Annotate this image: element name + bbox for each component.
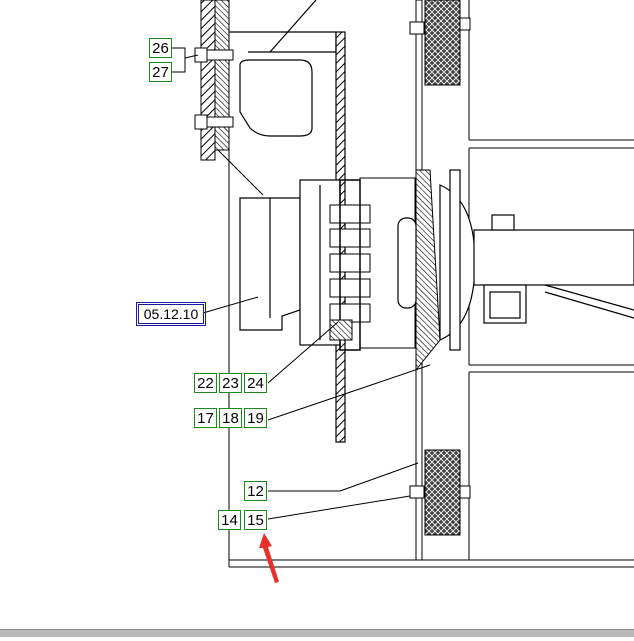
- left-wall: [200, 0, 264, 196]
- red-arrow-icon: [259, 533, 279, 583]
- callout-19[interactable]: 19: [244, 408, 267, 428]
- callout-12[interactable]: 12: [244, 481, 267, 501]
- rubber-mounts: [409, 0, 471, 536]
- bottom-scrollbar[interactable]: [0, 629, 634, 637]
- coupling: [397, 169, 634, 351]
- callout-15[interactable]: 15: [244, 510, 267, 530]
- hub-housing: [239, 179, 341, 346]
- frame-lines: [228, 0, 634, 568]
- leader-lines: [171, 47, 431, 520]
- bolt-stack: [329, 177, 416, 351]
- callout-17[interactable]: 17: [194, 408, 217, 428]
- callout-14[interactable]: 14: [218, 510, 241, 530]
- callout-18[interactable]: 18: [219, 408, 242, 428]
- callout-26[interactable]: 26: [149, 38, 172, 58]
- callout-22[interactable]: 22: [194, 373, 217, 393]
- bolts-top: [194, 47, 234, 130]
- callout-27[interactable]: 27: [149, 62, 172, 82]
- callout-23[interactable]: 23: [219, 373, 242, 393]
- reference-05-12-10[interactable]: 05.12.10: [136, 302, 206, 326]
- callout-24[interactable]: 24: [244, 373, 267, 393]
